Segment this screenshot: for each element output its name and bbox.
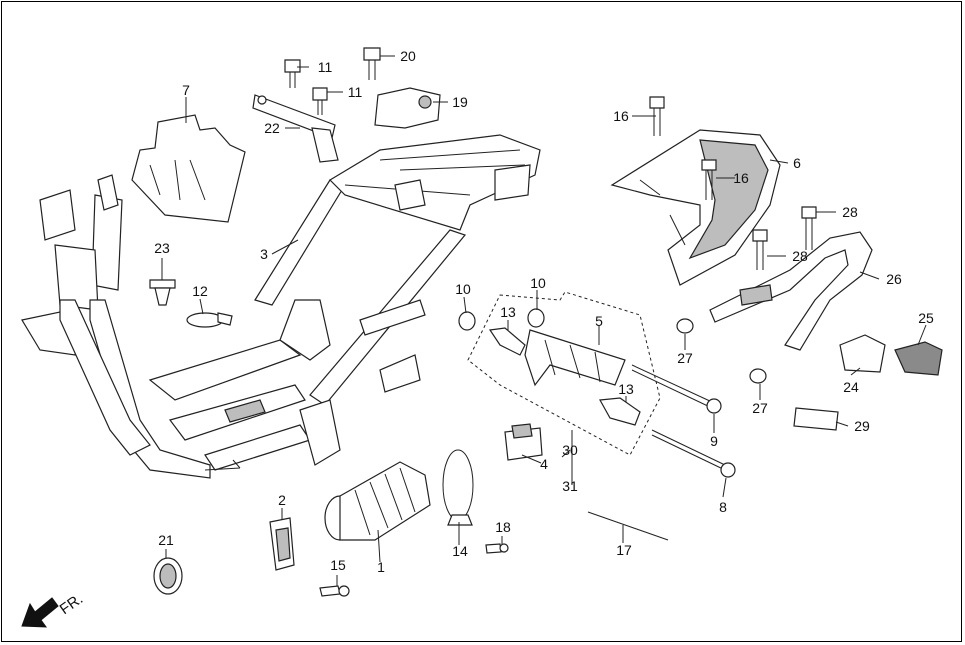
part-14-band	[442, 449, 474, 526]
callout-2: 2	[278, 492, 286, 508]
parts-27-caps	[676, 318, 767, 384]
front-direction-label: FR.	[57, 590, 87, 618]
front-arrow-icon	[21, 597, 59, 628]
callout-12: 12	[192, 283, 208, 299]
callout-1: 1	[377, 559, 385, 575]
callout-26: 26	[886, 271, 902, 287]
callout-11a: 11	[318, 59, 333, 75]
callout-10b: 10	[530, 275, 546, 291]
parts-24-25-29	[793, 334, 943, 431]
callout-21: 21	[158, 532, 174, 548]
main-frame	[21, 134, 541, 479]
part-26-grab-rail	[709, 231, 873, 351]
part-2-cover	[269, 517, 295, 571]
bolts-8-9	[631, 364, 736, 478]
callout-15: 15	[330, 557, 346, 573]
callout-27a: 27	[677, 350, 693, 366]
callout-16a: 16	[613, 108, 629, 124]
callout-14: 14	[452, 543, 468, 559]
callout-24: 24	[843, 379, 859, 395]
part-17-tie	[587, 511, 669, 541]
callout-20: 20	[400, 48, 416, 64]
callout-22: 22	[264, 120, 280, 136]
callout-6: 6	[793, 155, 801, 171]
callout-9: 9	[710, 433, 718, 449]
callout-3: 3	[260, 246, 268, 262]
callout-10a: 10	[455, 281, 471, 297]
part-23-clip	[149, 279, 176, 306]
callout-28b: 28	[792, 248, 808, 264]
callout-8: 8	[719, 499, 727, 515]
callout-23: 23	[154, 240, 170, 256]
callout-27b: 27	[752, 400, 768, 416]
callout-19: 19	[452, 94, 468, 110]
callout-29: 29	[854, 418, 870, 434]
front-direction-indicator: FR.	[21, 590, 87, 628]
callout-28a: 28	[842, 204, 858, 220]
part-30-group	[458, 291, 661, 456]
callout-labels: 1 2 3 4 5 6 7 8 9 10 10 11 11 12 13 13 1…	[154, 48, 934, 575]
part-15-screw	[319, 585, 350, 597]
callout-30: 30	[562, 442, 578, 458]
part-12-strap	[186, 312, 233, 328]
callout-4: 4	[540, 456, 548, 472]
part-21-grommet	[153, 557, 183, 595]
part-6-carrier	[610, 129, 781, 286]
callout-5: 5	[595, 313, 603, 329]
part-22-bracket	[252, 94, 339, 163]
callout-25: 25	[918, 310, 934, 326]
callout-7: 7	[182, 82, 190, 98]
part-18-screw	[485, 543, 509, 554]
callout-17: 17	[616, 542, 632, 558]
leader-lines	[161, 55, 927, 586]
callout-16b: 16	[733, 170, 749, 186]
part-7-heat-shield	[131, 114, 246, 223]
callout-11b: 11	[348, 84, 363, 100]
bolts-11-20	[284, 47, 381, 115]
part-19-bracket	[374, 87, 441, 129]
callout-31: 31	[562, 478, 578, 494]
bolts-16-28	[649, 96, 817, 270]
callout-18: 18	[495, 519, 511, 535]
part-4-damper	[504, 423, 543, 461]
callout-13a: 13	[500, 304, 516, 320]
part-1-duct	[324, 461, 431, 541]
callout-13b: 13	[618, 381, 634, 397]
